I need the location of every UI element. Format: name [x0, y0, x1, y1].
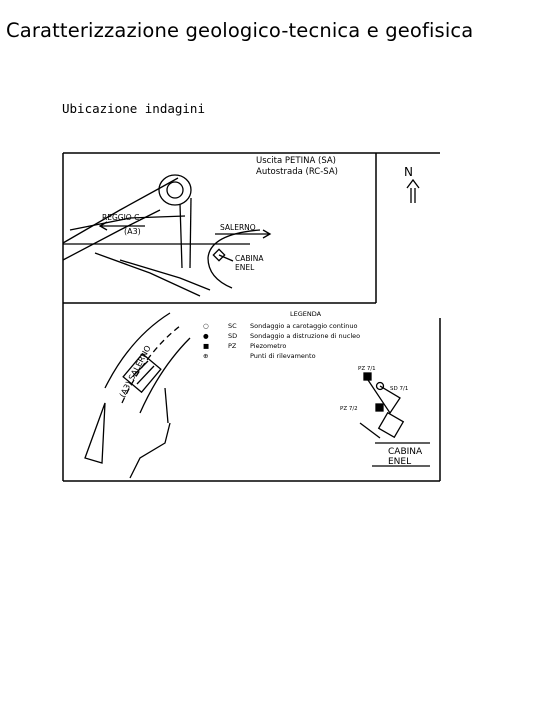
location-map-figure: Uscita PETINA (SA) Autostrada (RC-SA) RE…	[60, 148, 446, 484]
page-subtitle: Ubicazione indagini	[62, 101, 205, 116]
north-arrow-icon	[406, 178, 420, 203]
road-label-a3-salerno: (A3) SALERNO	[118, 344, 153, 399]
reggio-label: REGGIO C.	[102, 213, 142, 222]
page-title: Caratterizzazione geologico-tecnica e ge…	[6, 19, 474, 42]
ramp-1	[179, 203, 183, 269]
bottom-panel	[63, 312, 441, 482]
pz1-label: PZ 7/1	[358, 366, 376, 372]
road-arc-3	[139, 337, 191, 414]
cabina-leader	[218, 254, 234, 262]
road-reggio-arrow	[69, 215, 186, 231]
hatched-building	[122, 352, 162, 394]
sd-label: SD 7/1	[390, 386, 408, 392]
road-upper-inner	[62, 209, 161, 261]
piezometer-pz1-marker	[363, 372, 372, 381]
legend-code-1: SC	[228, 322, 237, 330]
legend-text-3: Piezometro	[250, 342, 286, 350]
north-label: N	[404, 165, 413, 179]
legend-symbol-4: ⊕	[203, 352, 208, 360]
pz2-label: PZ 7/2	[340, 406, 358, 412]
legend-symbol-3: ■	[203, 342, 209, 350]
road-lower-left	[129, 422, 171, 479]
cabina-label-bottom-2: ENEL	[388, 457, 411, 467]
borehole-sd-marker	[375, 381, 385, 391]
reggio-arrow-head	[98, 221, 108, 231]
legend-text-2: Sondaggio a distruzione di nucleo	[250, 332, 360, 340]
wedge-area	[84, 402, 106, 464]
cabina-symbol-top	[212, 248, 226, 262]
exit-label-line1: Uscita PETINA (SA)	[256, 156, 336, 166]
road-segment	[164, 387, 169, 424]
road-lower	[119, 259, 211, 291]
legend-code-3: PZ	[228, 342, 237, 350]
legend-symbol-1: ○	[203, 322, 209, 330]
piezometer-pz2-marker	[375, 403, 384, 412]
salerno-label-top: SALERNO	[220, 223, 256, 232]
exit-label-line2: Autostrada (RC-SA)	[256, 167, 338, 177]
road-arc-1	[104, 312, 171, 389]
hatch-2	[136, 365, 155, 385]
survey-lines	[367, 379, 401, 415]
legend-text-4: Punti di rilevamento	[250, 352, 316, 360]
legend-symbol-2: ●	[203, 332, 209, 340]
hatch-1	[132, 360, 149, 377]
road-lower-2	[94, 252, 201, 297]
legend-code-2: SD	[228, 332, 237, 340]
cabina-symbol-bottom	[377, 411, 405, 439]
legend-title: LEGENDA	[290, 310, 322, 318]
a3-label: (A3)	[124, 227, 141, 236]
road-loop-inner	[166, 181, 184, 199]
cabina-label-top-2: ENEL	[235, 263, 255, 272]
top-panel	[62, 152, 440, 481]
location-map: Uscita PETINA (SA) Autostrada (RC-SA) RE…	[62, 152, 441, 482]
salerno-arrow-head	[262, 229, 272, 239]
legend-text-1: Sondaggio a carotaggio continuo	[250, 322, 357, 330]
road-upper	[62, 177, 179, 244]
ramp-2	[189, 197, 192, 269]
cabina-label-bottom-1: CABINA	[388, 447, 423, 457]
road-loop-outer	[158, 174, 192, 206]
legend: LEGENDA ○ SC Sondaggio a carotaggio cont…	[203, 310, 360, 360]
cabina-label-top-1: CABINA	[235, 254, 264, 263]
survey-line-2	[359, 422, 381, 439]
